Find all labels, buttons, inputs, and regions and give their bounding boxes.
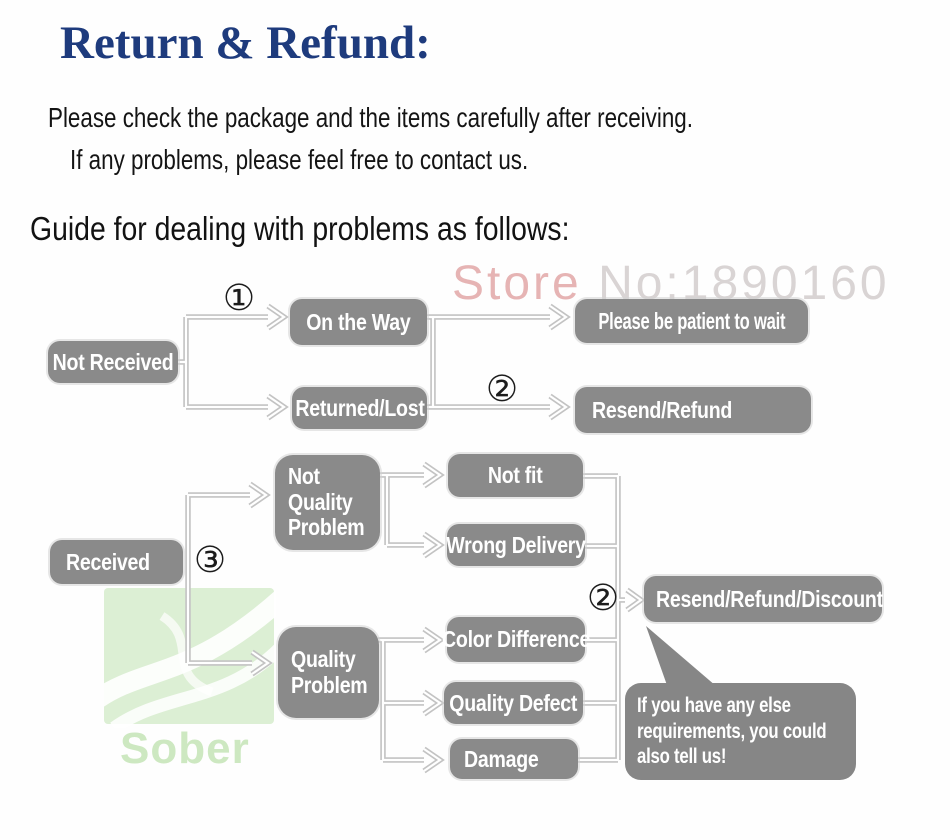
- node-resend-refund-discount-label: Resend/Refund/Discount: [656, 585, 883, 612]
- node-damage: Damage: [450, 739, 578, 779]
- brand-watermark: Sober: [120, 724, 250, 773]
- page-title: Return & Refund:: [60, 17, 431, 69]
- step-circle-2a: ②: [485, 369, 519, 410]
- speech-bubble: If you have any else requirements, you c…: [625, 683, 856, 780]
- node-returned-lost-label: Returned/Lost: [294, 394, 425, 421]
- node-please-wait: Please be patient to wait: [575, 299, 808, 343]
- store-watermark-prefix: Store: [452, 257, 599, 310]
- node-on-the-way: On the Way: [290, 299, 427, 345]
- node-wrong-delivery: Wrong Delivery: [446, 524, 586, 566]
- intro-line-2: If any problems, please feel free to con…: [70, 144, 643, 176]
- guide-heading-text: Guide for dealing with problems as follo…: [30, 210, 570, 247]
- node-color-difference: Color Difference: [442, 617, 590, 662]
- node-quality-problem: Quality Problem: [278, 627, 379, 718]
- sober-logo: [104, 588, 276, 728]
- intro-line-1: Please check the package and the items c…: [48, 102, 854, 134]
- node-resend-refund: Resend/Refund: [575, 387, 811, 433]
- guide-heading: Guide for dealing with problems as follo…: [30, 210, 657, 248]
- intro-line-2-text: If any problems, please feel free to con…: [70, 144, 529, 175]
- intro-line-1-text: Please check the package and the items c…: [48, 102, 693, 133]
- node-on-the-way-label: On the Way: [306, 308, 411, 335]
- node-resend-refund-discount: Resend/Refund/Discount: [644, 576, 883, 622]
- node-received-label: Received: [66, 548, 150, 575]
- node-resend-refund-label: Resend/Refund: [592, 396, 733, 423]
- node-color-difference-label: Color Difference: [441, 626, 591, 652]
- speech-bubble-line-3: also tell us!: [637, 744, 727, 769]
- node-not-fit: Not fit: [448, 454, 583, 497]
- node-please-wait-label: Please be patient to wait: [598, 307, 785, 334]
- node-damage-label: Damage: [464, 745, 539, 772]
- speech-bubble-line-1: If you have any else: [637, 693, 791, 718]
- step-circle-1: ①: [222, 278, 256, 319]
- node-received: Received: [50, 540, 183, 584]
- node-quality-defect-label: Quality Defect: [449, 689, 578, 716]
- node-wrong-delivery-label: Wrong Delivery: [446, 531, 586, 558]
- node-not-received: Not Received: [48, 341, 178, 383]
- node-quality-defect: Quality Defect: [444, 682, 583, 724]
- speech-bubble-line-2: requirements, you could: [637, 718, 827, 743]
- node-not-quality-problem-label: Not Quality Problem: [288, 462, 365, 541]
- node-not-received-label: Not Received: [52, 348, 174, 375]
- node-returned-lost: Returned/Lost: [292, 387, 427, 429]
- step-circle-2b: ②: [586, 578, 620, 619]
- step-circle-3: ③: [193, 540, 227, 581]
- node-quality-problem-label: Quality Problem: [291, 645, 368, 698]
- node-not-quality-problem: Not Quality Problem: [275, 455, 380, 550]
- node-not-fit-label: Not fit: [488, 462, 543, 488]
